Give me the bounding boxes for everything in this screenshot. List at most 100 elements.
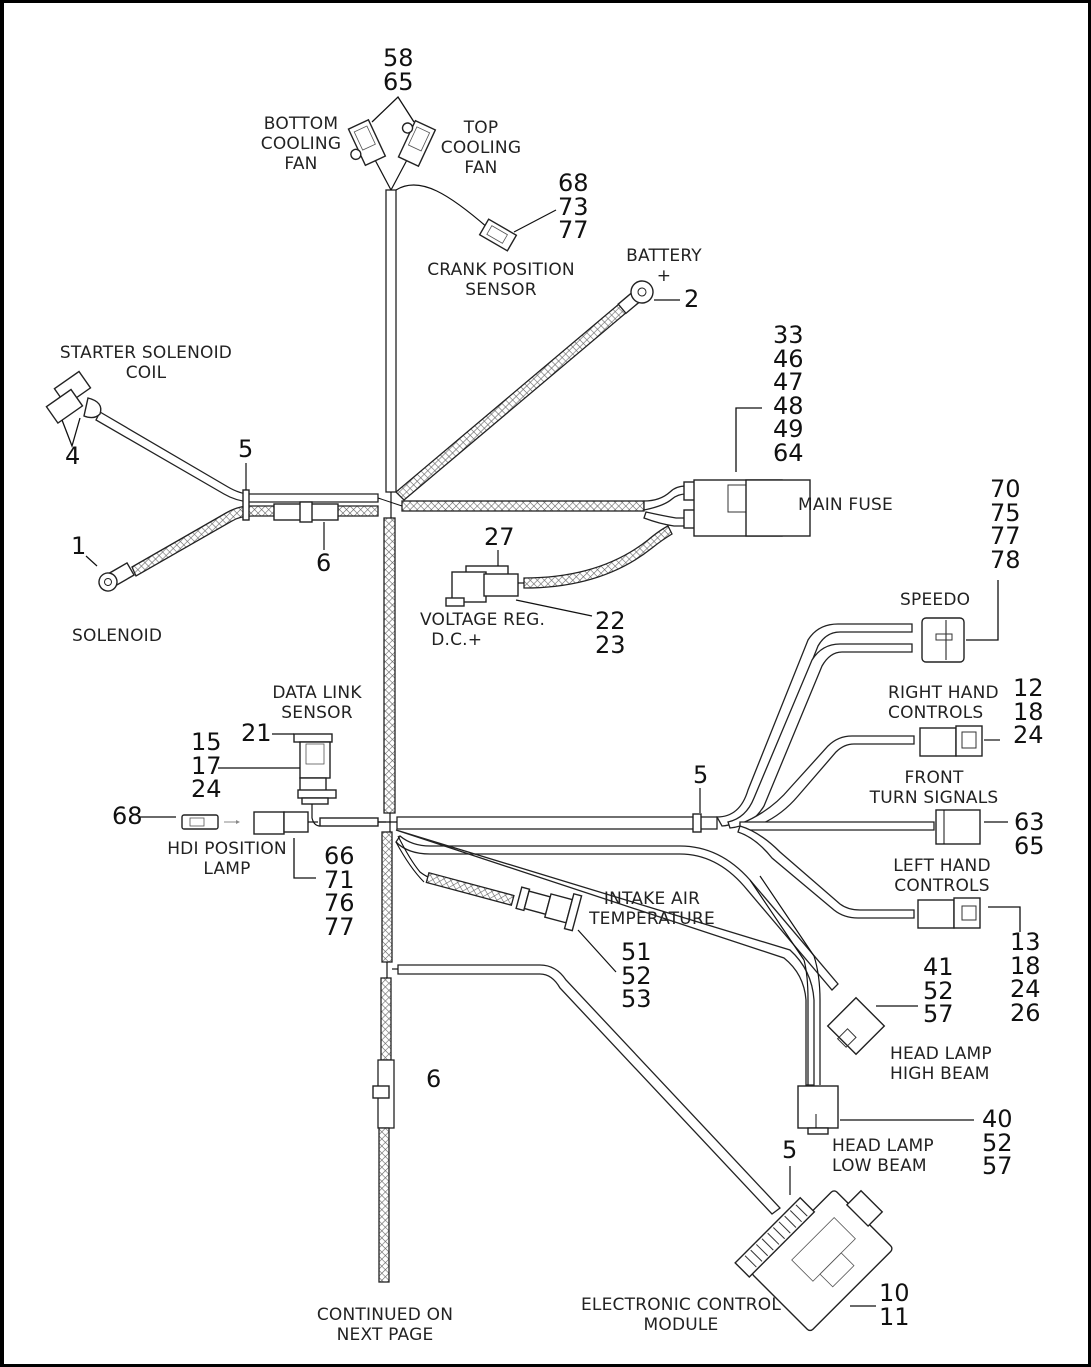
label-line: NEXT PAGE xyxy=(336,1325,434,1345)
ref-number: 52 xyxy=(923,976,954,1005)
label-line: HEAD LAMP xyxy=(832,1136,934,1156)
crank-sensor-connector xyxy=(478,218,518,252)
label-line: BATTERY xyxy=(626,246,702,266)
right-hand-controls-connector xyxy=(919,725,1000,757)
ref-number: 57 xyxy=(923,1000,954,1028)
label-line: CONTROLS xyxy=(888,703,984,723)
ref-number: 24 xyxy=(1013,721,1044,749)
label-line: CONTROLS xyxy=(894,876,990,896)
ref-number: 57 xyxy=(982,1152,1013,1180)
ref-number: 65 xyxy=(1014,831,1045,860)
speedo-label: SPEEDO xyxy=(900,590,971,610)
label-line: RIGHT HAND xyxy=(888,683,999,703)
head-lamp-high-beam-connector xyxy=(826,996,886,1056)
upper-clip-ref-number: 5 xyxy=(238,437,253,462)
cooling-fan-leads xyxy=(347,95,489,229)
hdi-bulb-ref: 68 xyxy=(112,802,143,830)
ref-number: 12 xyxy=(1013,674,1044,702)
trunk-braid-4 xyxy=(378,1127,390,1283)
label-line: D.C.+ xyxy=(420,630,483,650)
ref-number: 63 xyxy=(1014,808,1045,836)
ref-number: 18 xyxy=(1013,697,1044,726)
upper-splice-ref-number: 6 xyxy=(316,551,331,576)
solenoid-cable xyxy=(85,463,379,592)
mid-clip-5 xyxy=(692,813,702,833)
main-fuse-label: MAIN FUSE xyxy=(798,495,893,515)
main-fuse-cable xyxy=(401,407,811,589)
ref-number: 77 xyxy=(324,912,355,941)
intake-ref-numbers: 51 52 53 xyxy=(621,940,652,1013)
left-hand-controls-connector xyxy=(917,897,1021,932)
battery-ref-number: 2 xyxy=(684,287,699,312)
ref-number: 66 xyxy=(324,842,355,870)
trunk-braid-3 xyxy=(380,977,392,1061)
ecm-connector xyxy=(734,1189,893,1332)
label-line: LAMP xyxy=(203,859,251,879)
hdi-position-lamp-connector xyxy=(253,811,386,879)
label-line: TURN SIGNALS xyxy=(869,788,999,808)
ref-number: 77 xyxy=(558,216,589,244)
crank-ref-numbers: 68 73 77 xyxy=(558,171,589,244)
ref-number: 13 xyxy=(1010,928,1041,956)
ref-number: 26 xyxy=(1010,998,1041,1027)
bottom-cooling-fan-connector xyxy=(347,118,387,167)
ref-number: 64 xyxy=(773,438,804,467)
label-line: DATA LINK xyxy=(272,683,362,703)
intake-air-temp-sensor xyxy=(395,835,617,973)
ref-number: 68 xyxy=(112,802,143,830)
label-line: HIGH BEAM xyxy=(890,1064,990,1084)
starter-coil-ref-number: 4 xyxy=(65,444,80,469)
right-hand-ref-numbers: 12 18 24 xyxy=(1013,674,1044,749)
trunk-braid-2 xyxy=(381,831,393,963)
ref-number: 33 xyxy=(773,321,804,349)
data-link-cap-ref: 21 xyxy=(241,719,272,747)
ref-number: 48 xyxy=(773,391,804,420)
top-cooling-fan-connector xyxy=(397,119,437,168)
ref-number: 24 xyxy=(1010,975,1041,1003)
ref-number: 6 xyxy=(426,1065,442,1093)
left-hand-ref-numbers: 13 18 24 26 xyxy=(1010,928,1041,1027)
fan-ref-numbers: 58 65 xyxy=(383,44,414,94)
speedo-connector xyxy=(921,580,999,663)
head-lamp-low-beam-connector xyxy=(797,1085,974,1135)
data-link-sensor-connector xyxy=(218,733,337,827)
front-turn-signals-connector xyxy=(935,809,1008,845)
label-line: ELECTRONIC CONTROL xyxy=(580,1295,782,1315)
lower-splice-ref-number: 6 xyxy=(426,1065,442,1093)
mid-clip-ref-number: 5 xyxy=(693,763,708,788)
label-line: INTAKE AIR xyxy=(603,889,701,909)
ref-number: 21 xyxy=(241,719,272,747)
solenoid-label: SOLENOID xyxy=(72,626,163,646)
ref-number: 70 xyxy=(990,475,1021,503)
ref-number: 58 xyxy=(383,44,414,72)
voltage-reg-top-ref: 27 xyxy=(484,525,515,550)
label-line: SENSOR xyxy=(465,280,537,300)
trunk-junctions xyxy=(377,492,403,978)
label-line: CONTINUED ON xyxy=(316,1305,454,1325)
ref-number: 18 xyxy=(1010,951,1041,980)
label-line: CRANK POSITION xyxy=(427,260,575,280)
data-link-ref-numbers: 15 17 24 xyxy=(191,730,222,803)
label-line: VOLTAGE REG. xyxy=(420,610,546,630)
low-beam-ref-numbers: 40 52 57 xyxy=(982,1107,1013,1180)
ref-number: 71 xyxy=(324,865,355,894)
voltage-reg-label: VOLTAGE REG. D.C.+ xyxy=(420,610,545,650)
ecm-cable xyxy=(392,964,791,1215)
ref-number: 78 xyxy=(990,545,1021,574)
ref-number: 52 xyxy=(621,961,652,990)
ref-number: 24 xyxy=(191,775,222,803)
ref-number: 53 xyxy=(621,985,652,1013)
ref-number: 41 xyxy=(923,953,954,981)
battery-cable xyxy=(395,280,680,501)
mid-harness xyxy=(395,623,935,1086)
ref-number: 11 xyxy=(879,1302,910,1331)
